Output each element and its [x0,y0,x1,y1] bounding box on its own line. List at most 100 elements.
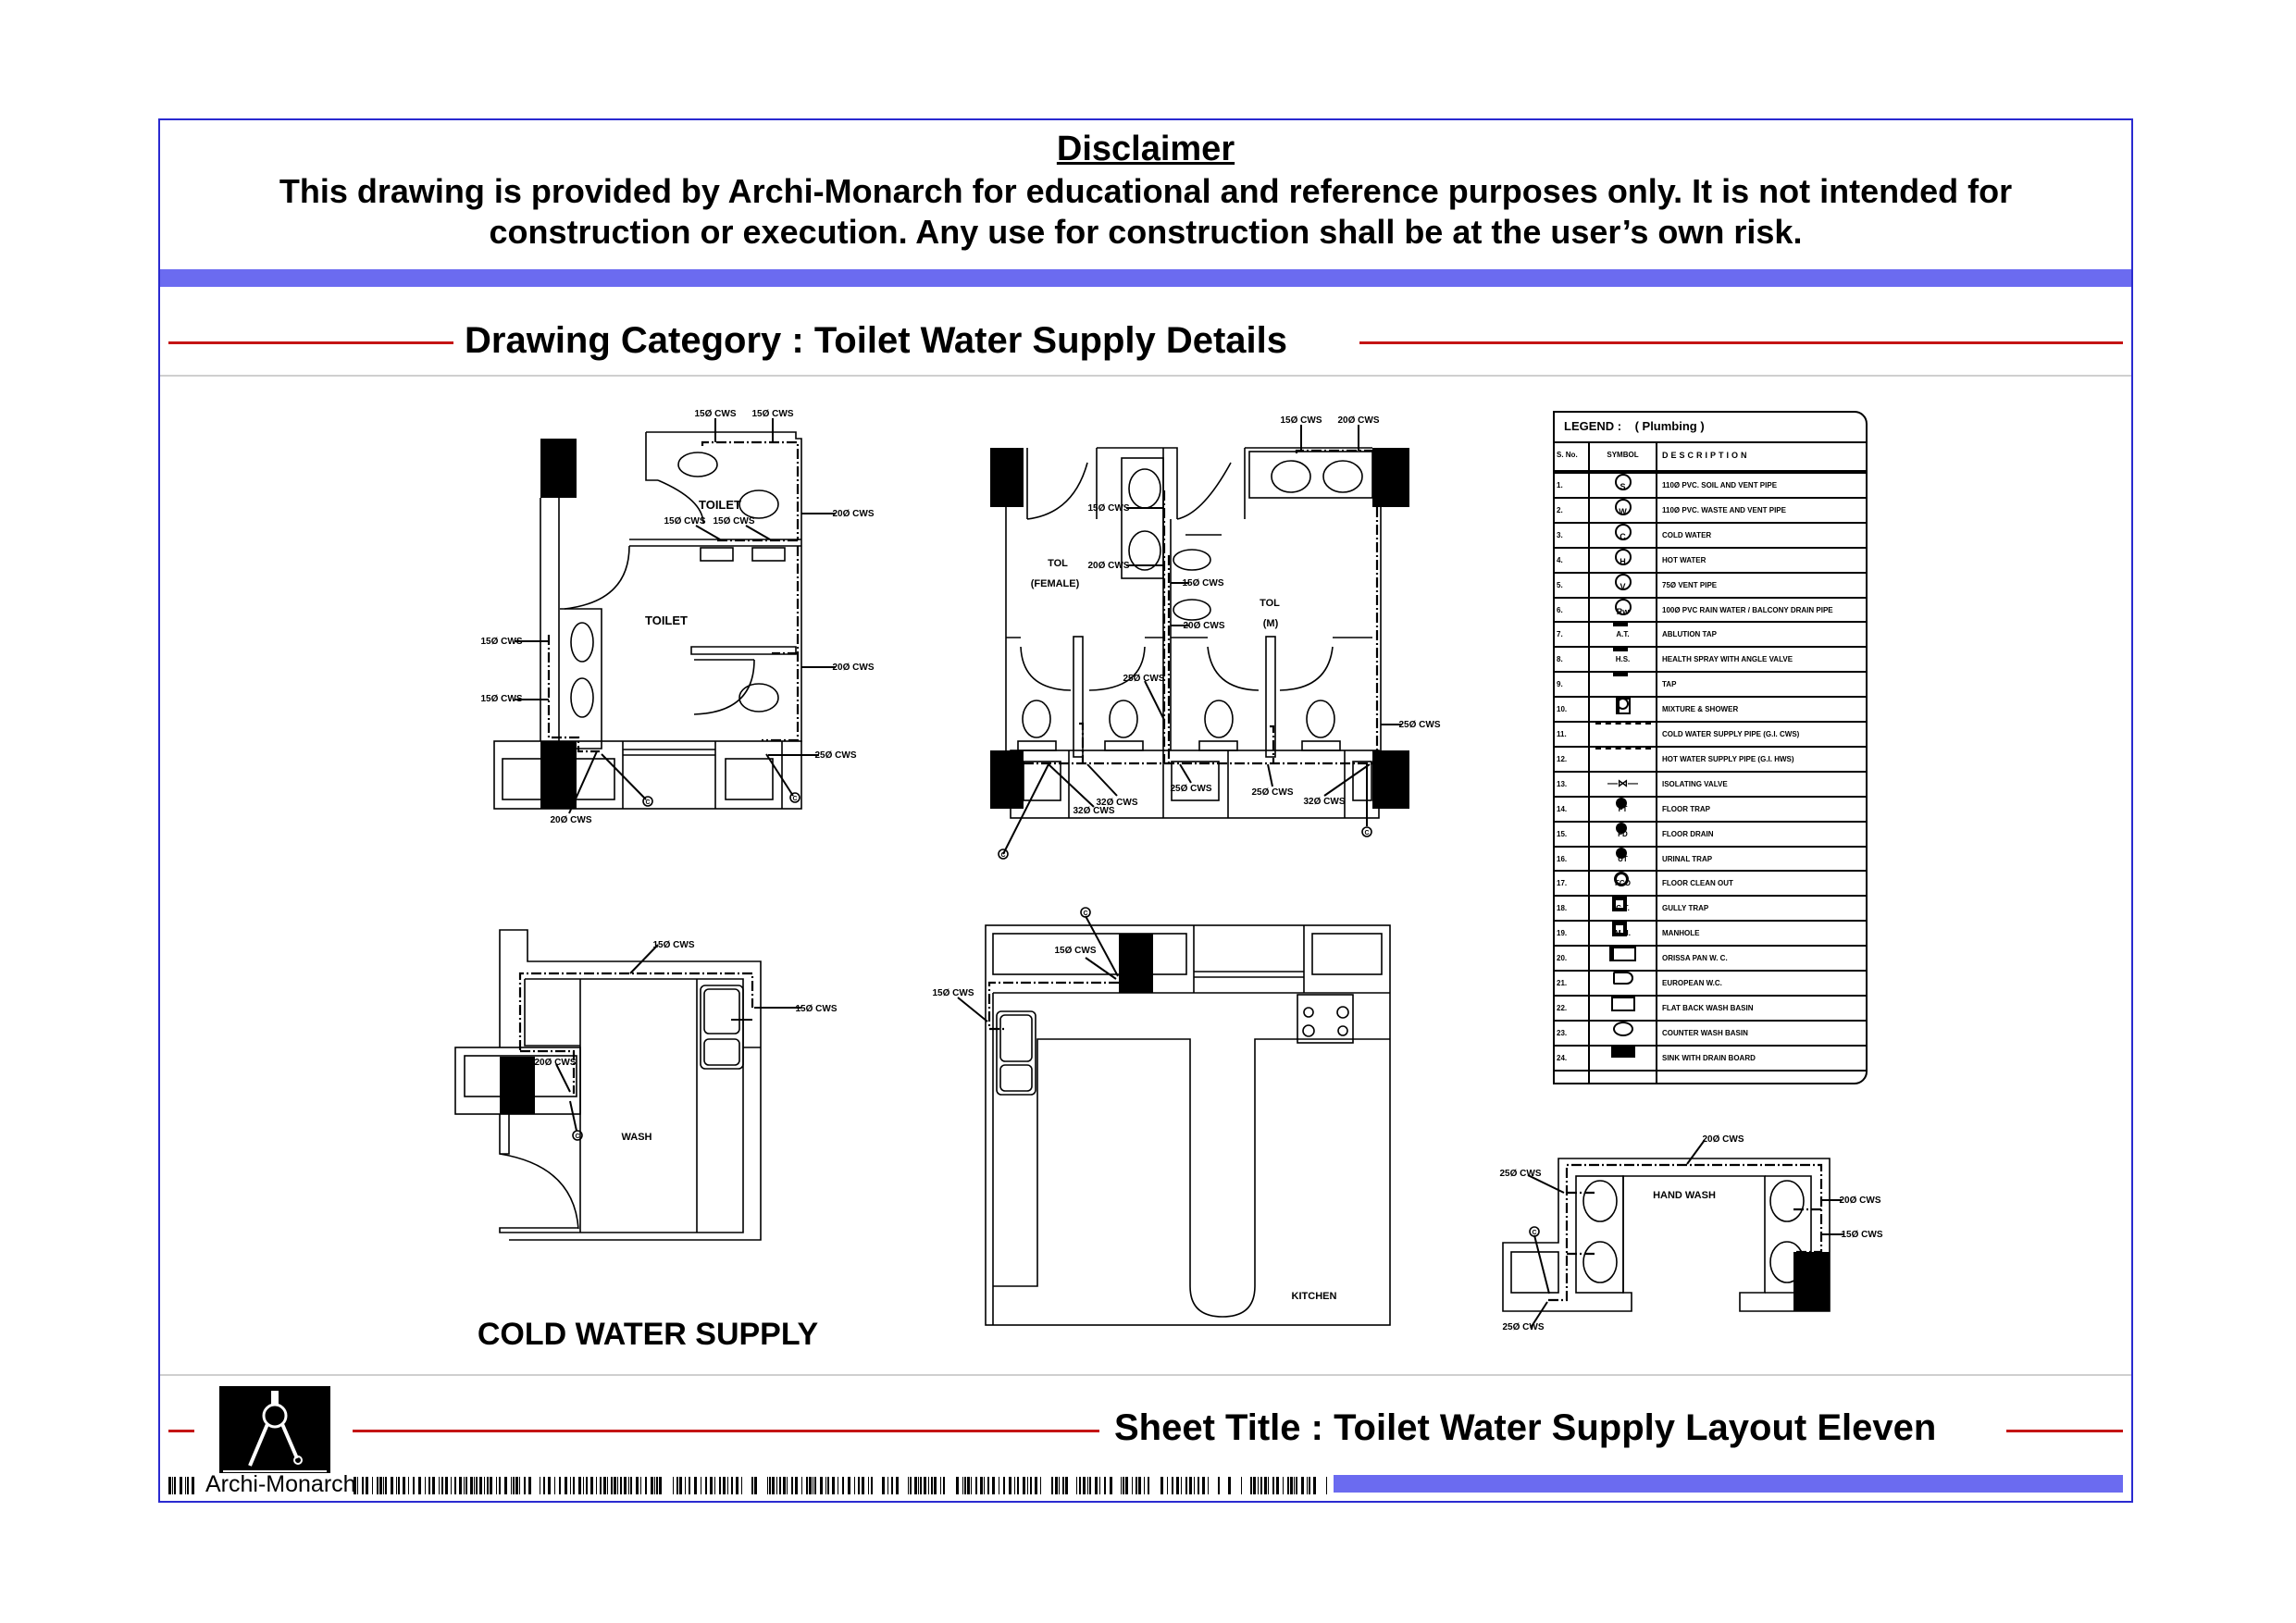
barcode-bar [1276,1477,1279,1494]
sheet-rule-right [2006,1430,2123,1432]
barcode-bar [914,1477,917,1494]
legend-subtitle: ( Plumbing ) [1634,419,1705,433]
plan1-label: 15Ø CWS [480,637,522,647]
barcode-bar [767,1477,768,1494]
barcode-bar [659,1477,662,1494]
legend-column-divider [1588,441,1590,1084]
plan2-label: 25Ø CWS [1170,784,1211,794]
barcode-bar [1035,1477,1037,1494]
barcode-bar [1208,1477,1209,1494]
barcode-bar [769,1477,771,1494]
barcode-bar [565,1477,567,1494]
plan2-label: 25Ø CWS [1123,674,1164,684]
barcode-bar [187,1477,189,1494]
barcode-bar [1176,1477,1179,1494]
barcode-bar [854,1477,855,1494]
barcode-bar [1055,1477,1058,1494]
plan1-room-label: TOILET [699,498,741,512]
barcode-bar [185,1477,186,1494]
drawing-category-title: Drawing Category : Toilet Water Supply D… [465,320,1288,361]
barcode-bar [403,1477,405,1494]
plan1-label: 15Ø CWS [751,409,793,419]
barcode-bar [645,1477,647,1494]
barcode-bar [1087,1477,1088,1494]
barcode-bar [940,1477,941,1494]
barcode-bar [513,1477,515,1494]
plan2-label: 32Ø CWS [1096,798,1137,808]
disclaimer-text-line-2: construction or execution. Any use for c… [489,213,1803,251]
legend-row: 11.COLD WATER SUPPLY PIPE (G.I. CWS) [1553,721,1868,746]
barcode-bar [490,1477,492,1494]
barcode-bar [1250,1477,1252,1494]
legend-row-number: 7. [1557,630,1563,639]
barcode-bar [465,1477,467,1494]
barcode-bar [1307,1477,1308,1494]
barcode-bar [515,1477,518,1494]
legend-symbol-icon: V [1589,573,1657,597]
legend-title: LEGEND : ( Plumbing ) [1564,419,1705,433]
barcode-bar [172,1477,173,1494]
barcode-bar [573,1477,575,1494]
barcode-bar [987,1477,989,1494]
legend-row: 19.M.H.MANHOLE [1553,920,1868,945]
legend-row-description: COUNTER WASH BASIN [1662,1028,1748,1037]
barcode-bar [827,1477,829,1494]
barcode-bar [445,1477,448,1494]
barcode-bar [1110,1477,1112,1494]
barcode-bar [451,1477,452,1494]
barcode-bar [1144,1477,1145,1494]
barcode-bar [1138,1477,1141,1494]
barcode-bar [583,1477,584,1494]
plan1-label: 20Ø CWS [550,815,591,825]
plan-wash: 15Ø CWS 15Ø CWS 20Ø CWS WASH C [454,929,838,1241]
plan1-label: 15Ø CWS [694,409,736,419]
legend-row: 21.EUROPEAN W.C. [1553,970,1868,995]
legend-title-text: LEGEND : [1564,419,1622,433]
sheet-rule-middle [353,1430,1099,1432]
barcode-bar [736,1477,738,1494]
barcode-bar [820,1477,823,1494]
barcode-bar [1089,1477,1091,1494]
barcode-bar [931,1477,933,1494]
legend-row-number: 9. [1557,680,1563,689]
barcode-bar [1123,1477,1124,1494]
legend-row-description: 100Ø PVC RAIN WATER / BALCONY DRAIN PIPE [1662,605,1833,614]
plan1-label: 20Ø CWS [832,509,874,519]
barcode-bar [741,1477,742,1494]
barcode-bar [814,1477,816,1494]
barcode-bar [1167,1477,1168,1494]
cold-water-marker: C [1364,830,1369,836]
barcode-decoration [168,1477,194,1494]
legend-symbol-icon: FD [1589,822,1657,846]
legend-symbol-icon: H.S. [1589,648,1657,671]
plan5-label: 15Ø CWS [1841,1230,1882,1240]
barcode-bar [1272,1477,1274,1494]
barcode-bar [918,1477,919,1494]
plan5-label: 20Ø CWS [1839,1196,1880,1206]
plan2-label: 25Ø CWS [1251,787,1293,798]
barcode-bar [673,1477,674,1494]
barcode-bar [705,1477,707,1494]
barcode-bar [967,1477,970,1494]
legend-row: 18.G.T.GULLY TRAP [1553,895,1868,920]
plan1-label: 15Ø CWS [480,694,522,704]
barcode-bar [559,1477,561,1494]
legend-row-description: ABLUTION TAP [1662,630,1717,639]
barcode-bar [651,1477,653,1494]
barcode-bar [511,1477,512,1494]
legend-symbol-icon: H [1589,548,1657,572]
barcode-bar [614,1477,616,1494]
legend-symbol-icon [1589,1046,1657,1070]
barcode-bar [896,1477,899,1494]
header-band [160,269,2131,287]
barcode-bar [362,1477,364,1494]
legend-symbol-icon: M.H. [1589,922,1657,945]
barcode-bar [862,1477,864,1494]
barcode-bar [596,1477,597,1494]
barcode-bar [607,1477,608,1494]
legend-header-sno: S. No. [1557,451,1578,459]
